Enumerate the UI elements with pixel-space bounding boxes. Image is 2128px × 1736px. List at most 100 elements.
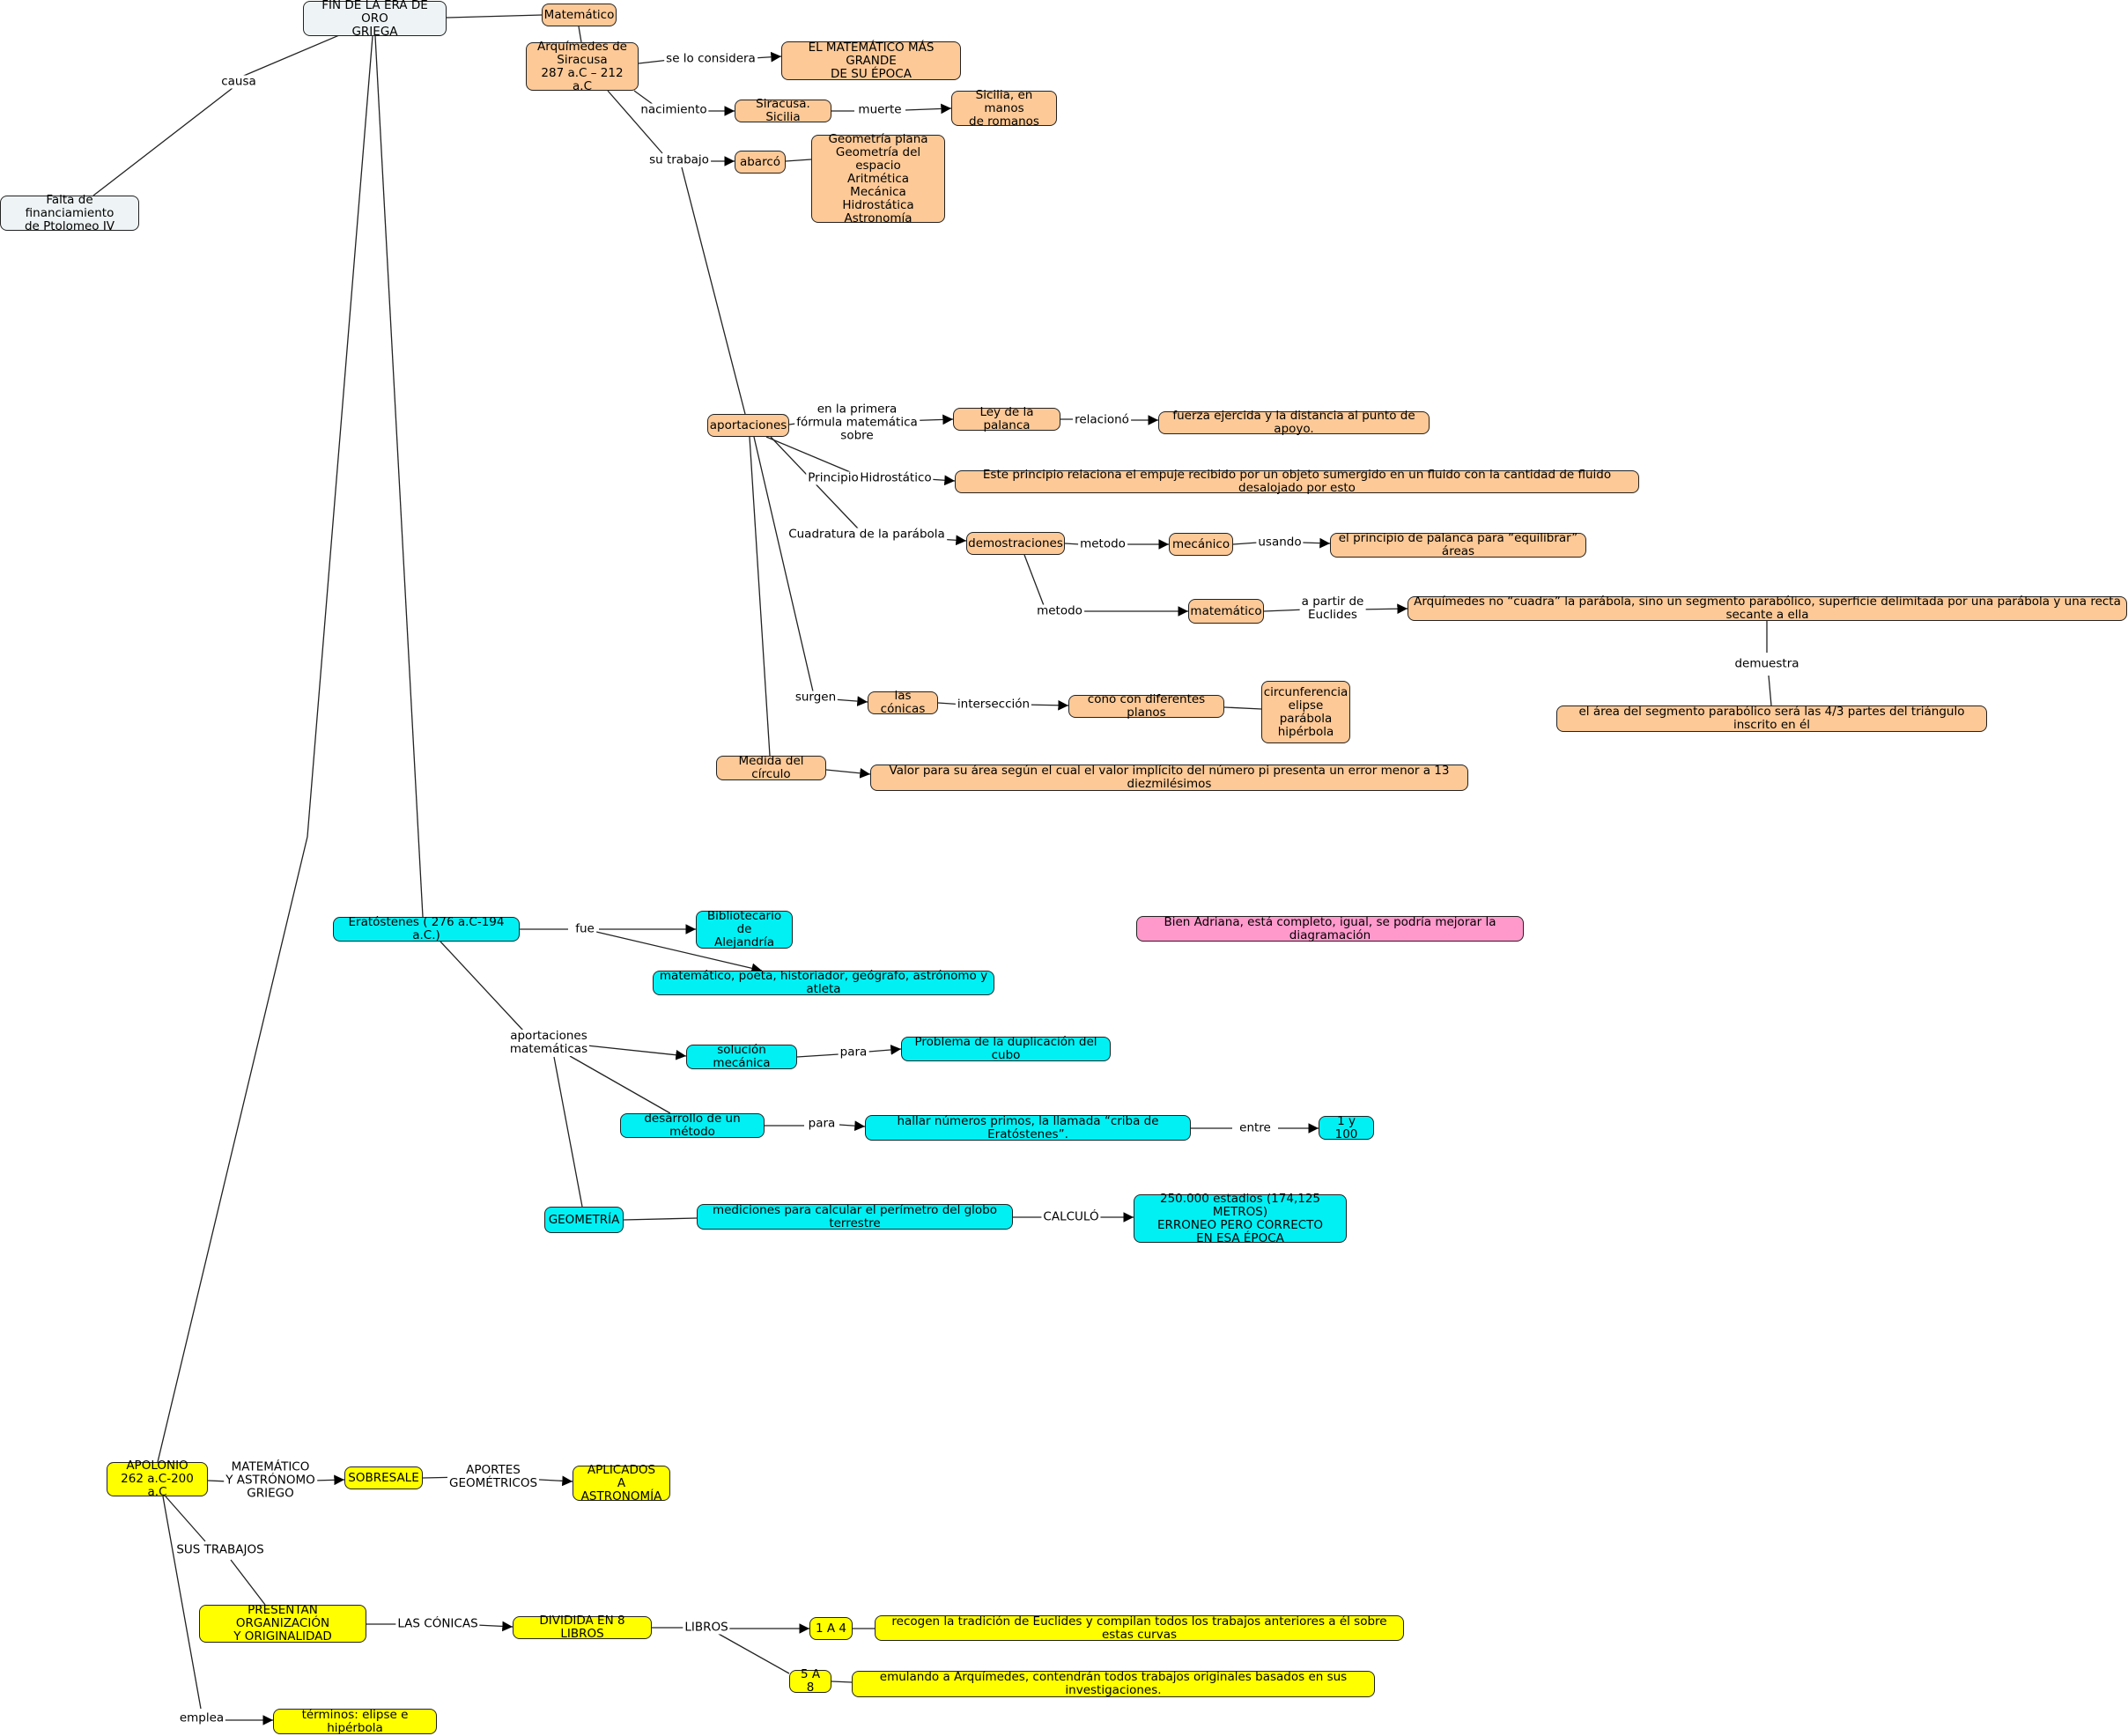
link-label-cuadratura: Cuadratura de la parábola <box>787 527 947 542</box>
node-dividida-libros[interactable]: DIVIDIDA EN 8 LIBROS <box>513 1614 652 1641</box>
connector-line <box>92 87 233 196</box>
node-eratostenes[interactable]: Eratóstenes ( 276 a.C-194 a.C.) <box>333 916 520 942</box>
node-mecanico[interactable]: mecánico <box>1169 533 1233 556</box>
connector-arrow <box>839 1120 866 1132</box>
connector-line <box>1768 675 1772 706</box>
connector-line <box>681 166 746 415</box>
link-label-interseccion: intersección <box>955 697 1032 712</box>
node-numeros-primos[interactable]: hallar números primos, la llamada “criba… <box>865 1114 1191 1141</box>
link-label-sus-trabajos: SUS TRABAJOS <box>174 1542 266 1557</box>
node-arquimedes[interactable]: Arquímedes de Siracusa 287 a.C – 212 a.C <box>526 40 639 92</box>
link-label-usando: usando <box>1256 535 1304 550</box>
node-siracusa[interactable]: Siracusa. Sicilia <box>735 98 831 124</box>
node-palanca-areas[interactable]: el principio de palanca para “equilibrar… <box>1330 532 1586 558</box>
node-oficios[interactable]: matemático, poeta, historiador, geógrafo… <box>653 970 994 996</box>
link-label-para-primos: para <box>806 1116 838 1131</box>
node-aplicados-astronomia[interactable]: APLICADOS A ASTRONOMÍA <box>573 1463 670 1503</box>
connector-line <box>162 1496 202 1710</box>
connector-line <box>638 59 670 64</box>
link-label-las-conicas: LAS CÓNICAS <box>395 1616 480 1631</box>
node-fin-era[interactable]: FIN DE LA ERA DE ORO GRIEGA <box>303 0 447 38</box>
connector-arrow <box>868 1045 902 1055</box>
node-terminos[interactable]: términos: elipse e hipérbola <box>273 1708 437 1734</box>
node-demostraciones[interactable]: demostraciones <box>966 532 1065 555</box>
connector-line <box>749 436 771 757</box>
node-medida-circulo[interactable]: Medida del círculo <box>716 755 826 781</box>
connector-arrow <box>905 103 952 115</box>
node-matematico[interactable]: Matemático <box>542 4 617 26</box>
link-label-aportaciones-matematicas: aportaciones matemáticas <box>507 1029 590 1056</box>
node-rango-1-100[interactable]: 1 y 100 <box>1319 1114 1374 1141</box>
link-label-primera-formula: en la primera fórmula matemática sobre <box>794 402 920 443</box>
connector-line <box>307 35 373 838</box>
node-comentario[interactable]: Bien Adriana, está completo, igual, se p… <box>1136 915 1524 942</box>
connector-line <box>578 26 582 43</box>
node-abarco[interactable]: abarcó <box>735 151 786 174</box>
connector-arrow <box>752 51 782 63</box>
node-principio-hidrostatico[interactable]: Este principio relaciona el empuje recib… <box>955 469 1639 495</box>
connector-line <box>440 941 524 1031</box>
connector-arrow <box>595 931 763 974</box>
node-sobresale[interactable]: SOBRESALE <box>344 1466 423 1489</box>
link-label-entre: entre <box>1238 1120 1273 1135</box>
node-matematico-metodo[interactable]: matemático <box>1188 599 1264 624</box>
connector-line <box>607 90 663 154</box>
connector-line <box>157 836 308 1463</box>
connector-line <box>553 1056 583 1208</box>
node-libros-5-8[interactable]: 5 A 8 <box>789 1668 831 1695</box>
node-emulando[interactable]: emulando a Arquímedes, contendrán todos … <box>852 1671 1375 1697</box>
link-label-para-cubo: para <box>838 1045 869 1060</box>
node-solucion-mecanica[interactable]: solución mecánica <box>686 1044 797 1070</box>
link-label-hidrostatico: Hidrostático <box>858 470 934 485</box>
node-valor-pi[interactable]: Valor para su área según el cual el valo… <box>870 765 1468 791</box>
node-aportaciones[interactable]: aportaciones <box>707 414 789 437</box>
node-cuadra-parabola[interactable]: Arquímedes no “cuadra” la parábola, sino… <box>1408 595 2127 622</box>
node-las-conicas[interactable]: las cónicas <box>868 690 938 716</box>
node-falta-financiamiento[interactable]: Falta de financiamiento de Ptolomeo IV <box>0 193 139 233</box>
link-label-calculo: CALCULÓ <box>1041 1209 1101 1224</box>
connector-line <box>831 1681 853 1683</box>
node-area-segmento[interactable]: el área del segmento parabólico será las… <box>1556 705 1987 732</box>
connector-line <box>716 1632 790 1674</box>
connector-line <box>785 159 812 162</box>
link-label-libros: LIBROS <box>683 1620 730 1635</box>
connector-line <box>765 436 855 475</box>
connector-line <box>446 14 543 18</box>
connector-line <box>569 1055 671 1114</box>
node-recogen[interactable]: recogen la tradición de Euclides y compi… <box>875 1614 1404 1641</box>
node-cono-planos[interactable]: cono con diferentes planos <box>1068 693 1224 720</box>
node-apolonio[interactable]: APOLONIO 262 a.C-200 a.C <box>107 1459 208 1499</box>
connector-line <box>1232 542 1259 545</box>
node-areas-estudio[interactable]: Geometría plana Geometría del espacio Ar… <box>811 132 945 225</box>
connector-line <box>796 1053 839 1058</box>
node-ley-palanca[interactable]: Ley de la palanca <box>953 406 1060 432</box>
node-mediciones[interactable]: mediciones para calcular el perímetro de… <box>697 1203 1013 1230</box>
link-label-se-lo-considera: se lo considera <box>664 51 757 66</box>
connector-line <box>623 1217 698 1221</box>
node-libros-1-4[interactable]: 1 A 4 <box>809 1617 853 1640</box>
link-label-muerte: muerte <box>856 102 904 117</box>
node-sicilia-romanos[interactable]: Sicilia, en manos de romanos <box>951 88 1057 128</box>
link-label-su-trabajo: su trabajo <box>647 152 711 167</box>
link-label-principio: Principio <box>806 470 861 485</box>
link-label-matematico-astronomo: MATEMÁTICO Y ASTRÓNOMO GRIEGO <box>224 1459 317 1501</box>
connector-line <box>1263 609 1307 612</box>
node-estadios[interactable]: 250.000 estadios (174,125 METROS) ERRONE… <box>1134 1192 1347 1245</box>
node-presentan[interactable]: PRESENTAN ORGANIZACIÓN Y ORIGINALIDAD <box>199 1604 366 1644</box>
connector-arrow <box>825 768 871 779</box>
node-matematico-mas-grande[interactable]: EL MATEMÁTICO MÁS GRANDE DE SU ÉPOCA <box>781 41 961 80</box>
link-label-causa: causa <box>219 74 258 89</box>
connector-line <box>1223 706 1262 710</box>
node-curvas-conicas[interactable]: circunferencia elipse parábola hipérbola <box>1261 681 1350 743</box>
link-label-surgen: surgen <box>793 690 839 705</box>
node-geometria[interactable]: GEOMETRÍA <box>544 1207 624 1233</box>
link-label-demuestra: demuestra <box>1733 656 1801 671</box>
node-bibliotecario[interactable]: Bibliotecario de Alejandría <box>696 910 793 949</box>
node-duplicacion-cubo[interactable]: Problema de la duplicación del cubo <box>901 1036 1111 1062</box>
node-fuerza-ejercida[interactable]: fuerza ejercida y la distancia al punto … <box>1158 410 1430 436</box>
connector-arrow <box>476 1621 514 1632</box>
node-desarrollo-metodo[interactable]: desarrollo de un método <box>620 1112 765 1139</box>
link-label-nacimiento: nacimiento <box>639 102 709 117</box>
link-label-metodo-matematico: metodo <box>1035 603 1084 618</box>
